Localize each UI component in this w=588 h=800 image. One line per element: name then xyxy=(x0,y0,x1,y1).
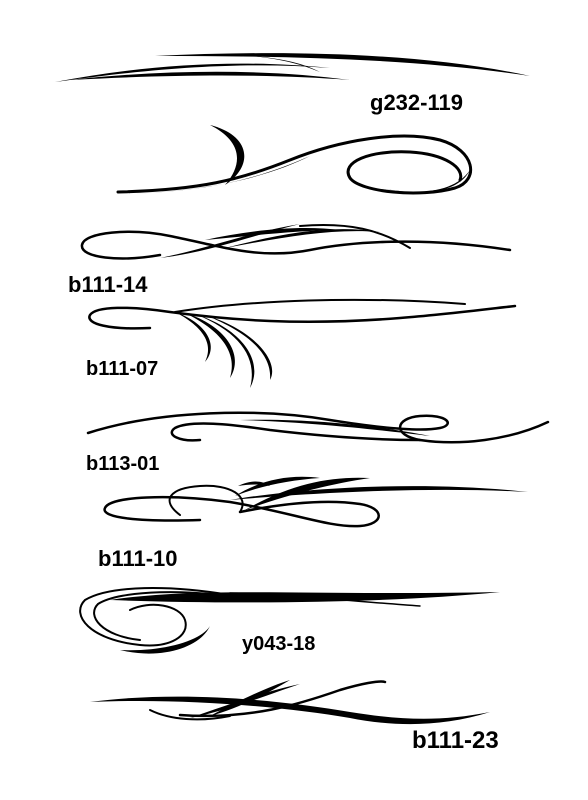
pinstripe-flourish-icon xyxy=(90,680,490,725)
pinstripe-flourish-icon xyxy=(55,53,530,82)
pinstripe-flourish-icon xyxy=(116,125,473,195)
design-unlabeled-swoop[interactable] xyxy=(116,125,473,195)
design-y043-18[interactable]: y043-18 xyxy=(79,587,500,655)
design-code-label: g232-119 xyxy=(370,90,463,115)
design-code-label: b113-01 xyxy=(86,453,159,475)
design-code-label: b111-07 xyxy=(86,358,158,380)
pinstripe-flourish-icon xyxy=(86,411,550,444)
pinstripe-flourish-icon xyxy=(79,587,500,654)
design-code-label: b111-23 xyxy=(412,727,499,754)
pinstripe-flourish-icon xyxy=(80,223,512,260)
design-b113-01[interactable]: b113-01 xyxy=(86,411,550,475)
design-code-label: b111-10 xyxy=(98,546,178,571)
design-code-label: y043-18 xyxy=(242,633,315,655)
design-b111-07[interactable]: b111-07 xyxy=(86,298,517,388)
design-b111-14[interactable]: b111-14 xyxy=(68,223,512,297)
pinstripe-flourish-icon xyxy=(88,298,517,388)
design-b111-23[interactable]: b111-23 xyxy=(90,680,499,754)
design-g232-119[interactable]: g232-119 xyxy=(55,53,530,115)
pinstripe-flourish-icon xyxy=(103,476,528,528)
design-code-label: b111-14 xyxy=(68,272,148,297)
design-b111-10[interactable]: b111-10 xyxy=(98,476,528,571)
